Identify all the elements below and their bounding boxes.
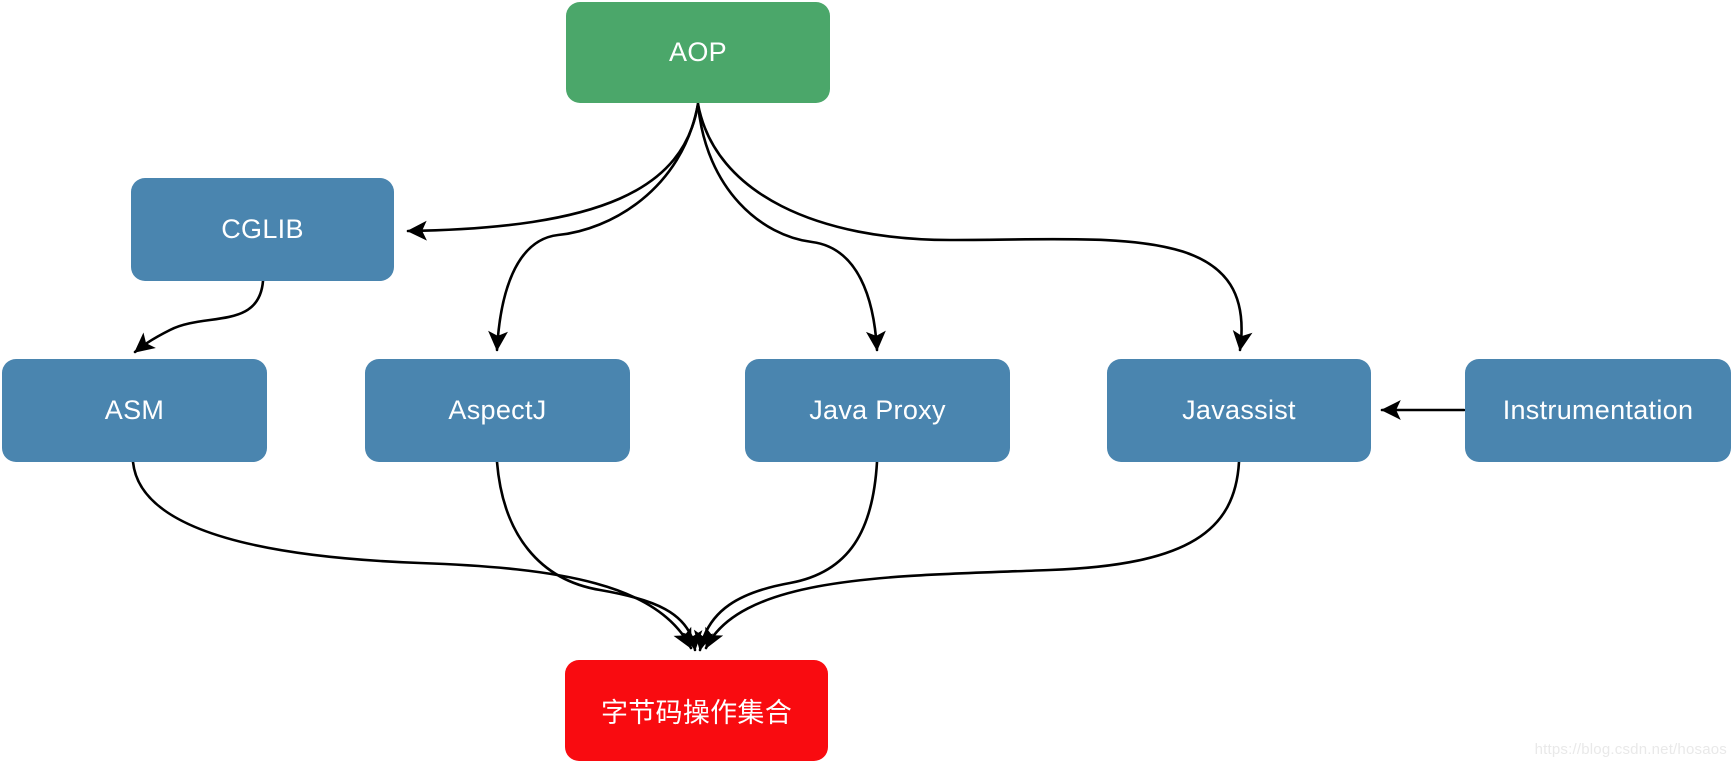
arrow-aop-to-cglib bbox=[406, 102, 700, 241]
arrow-cglib-to-asm bbox=[133, 279, 265, 354]
node-java-proxy-label: Java Proxy bbox=[809, 395, 946, 425]
node-asm: ASM bbox=[2, 359, 267, 462]
node-aop-label: AOP bbox=[669, 37, 727, 67]
node-cglib: CGLIB bbox=[131, 178, 394, 281]
node-instrumentation-label: Instrumentation bbox=[1502, 395, 1694, 425]
arrow-aop-to-javassist bbox=[696, 102, 1253, 352]
arrow-java-proxy-to-bytecode-ops bbox=[693, 460, 879, 652]
arrow-aop-to-java-proxy bbox=[696, 102, 886, 352]
node-aspectj: AspectJ bbox=[365, 359, 630, 462]
node-bytecode-ops: 字节码操作集合 bbox=[565, 660, 828, 761]
arrow-javassist-to-bytecode-ops bbox=[704, 460, 1241, 650]
node-javassist: Javassist bbox=[1107, 359, 1371, 462]
arrow-asm-to-bytecode-ops bbox=[131, 460, 693, 650]
node-javassist-label: Javassist bbox=[1182, 395, 1296, 425]
node-aspectj-label: AspectJ bbox=[448, 395, 547, 425]
node-asm-label: ASM bbox=[104, 395, 165, 425]
node-cglib-label: CGLIB bbox=[221, 214, 304, 244]
arrow-aop-to-aspectj bbox=[488, 102, 700, 352]
node-aop: AOP bbox=[566, 2, 830, 103]
node-java-proxy: Java Proxy bbox=[745, 359, 1010, 462]
arrow-aspectj-to-bytecode-ops bbox=[495, 460, 703, 652]
watermark-url: https://blog.csdn.net/hosaos bbox=[1534, 741, 1727, 758]
node-bytecode-ops-label: 字节码操作集合 bbox=[600, 698, 793, 728]
node-instrumentation: Instrumentation bbox=[1465, 359, 1731, 462]
